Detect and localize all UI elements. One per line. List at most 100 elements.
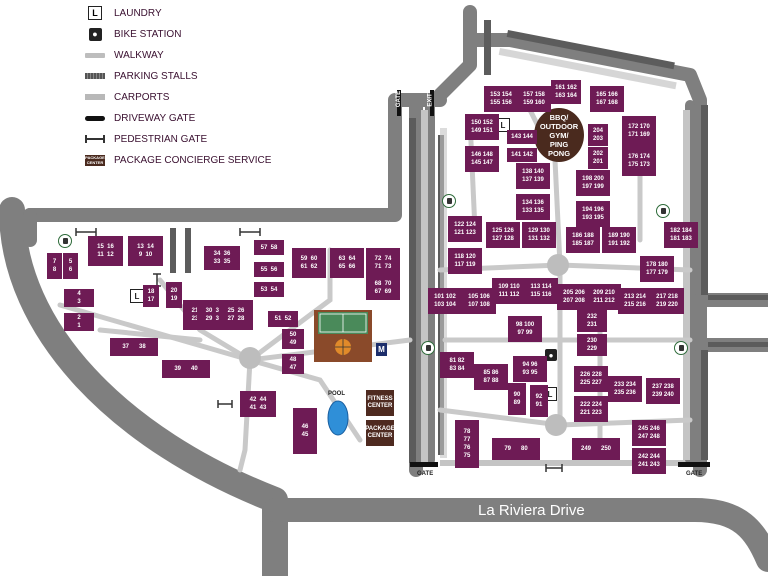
building-units: 57 58 bbox=[254, 240, 284, 255]
building-units: 68 70 67 69 bbox=[366, 276, 400, 300]
legend-item: CARPORTS bbox=[84, 88, 169, 106]
legend-item: L LAUNDRY bbox=[84, 4, 162, 22]
building-units: 209 210 211 212 bbox=[587, 284, 621, 310]
building-units: 165 166 167 168 bbox=[590, 86, 624, 112]
legend-label: LAUNDRY bbox=[114, 7, 162, 19]
building-units: 63 64 65 66 bbox=[330, 248, 364, 278]
building-units: 94 96 93 95 bbox=[513, 356, 547, 382]
building-units: 13 14 9 10 bbox=[128, 236, 163, 266]
bbq-outdoor-gym-ping-pong: BBQ/ OUTDOOR GYM/ PING PONG bbox=[534, 108, 584, 162]
legend-label: PACKAGE CONCIERGE SERVICE bbox=[114, 154, 272, 166]
legend-label: PARKING STALLS bbox=[114, 70, 198, 82]
building-units: 222 224 221 223 bbox=[574, 396, 608, 422]
legend-item: DRIVEWAY GATE bbox=[84, 109, 195, 127]
building-units: 4 3 bbox=[64, 289, 94, 307]
building-units: 42 44 41 43 bbox=[240, 391, 276, 417]
pool-label: POOL bbox=[328, 391, 346, 397]
gate-label: GATE bbox=[686, 471, 703, 477]
walkway-icon bbox=[85, 52, 105, 58]
building-units: 46 45 bbox=[293, 408, 317, 454]
building-units: 134 136 133 135 bbox=[516, 194, 550, 220]
building-units: 113 114 115 116 bbox=[524, 278, 558, 304]
building-units: 150 152 149 151 bbox=[465, 114, 499, 140]
trash-icon bbox=[442, 194, 456, 208]
building-units: 233 234 235 236 bbox=[608, 376, 642, 402]
legend-label: BIKE STATION bbox=[114, 28, 182, 40]
driveway-gate-icon bbox=[85, 115, 105, 121]
building-units: 18 17 bbox=[143, 285, 159, 307]
building-units: 143 144 bbox=[507, 130, 537, 144]
building-units: 249 250 bbox=[572, 438, 620, 460]
legend-label: WALKWAY bbox=[114, 49, 164, 61]
building-units: 118 120 117 119 bbox=[448, 248, 482, 274]
driveway-gates bbox=[397, 90, 710, 467]
building-units: 194 196 193 195 bbox=[576, 201, 610, 227]
building-units: 101 102 103 104 bbox=[428, 288, 462, 314]
building-units: 7 8 bbox=[47, 253, 62, 279]
building-units: 182 184 181 183 bbox=[664, 222, 698, 248]
laundry-icon: L bbox=[130, 289, 144, 303]
building-units: 125 126 127 128 bbox=[486, 222, 520, 248]
building-units: 105 106 107 108 bbox=[462, 288, 496, 314]
la-riviera-drive-label: La Riviera Drive bbox=[478, 502, 585, 519]
building-units: 78 77 76 75 bbox=[455, 420, 479, 468]
building-units: 157 158 159 160 bbox=[517, 86, 551, 112]
legend-item: WALKWAY bbox=[84, 46, 164, 64]
building-units: 146 148 145 147 bbox=[465, 146, 499, 172]
exit-label: EXIT bbox=[427, 93, 434, 107]
building-units: 245 246 247 248 bbox=[632, 420, 666, 446]
building-units: 55 56 bbox=[254, 262, 284, 277]
building-units: 153 154 155 156 bbox=[484, 86, 518, 112]
building-units: 53 54 bbox=[254, 282, 284, 297]
parking-stalls-icon bbox=[85, 73, 105, 79]
building-units: 37 38 bbox=[110, 338, 158, 356]
building-units: 141 142 bbox=[507, 148, 537, 162]
building-units: 2 1 bbox=[64, 313, 94, 331]
gate-label: GATE bbox=[417, 471, 434, 477]
trash-icon bbox=[58, 234, 72, 248]
building-units: 59 60 61 62 bbox=[292, 248, 326, 278]
building-units: 186 188 185 187 bbox=[566, 227, 600, 253]
building-units: 51 52 bbox=[268, 311, 298, 327]
legend-item: ● BIKE STATION bbox=[84, 25, 181, 43]
building-units: 25 26 27 28 bbox=[219, 300, 253, 330]
building-units: 15 16 11 12 bbox=[88, 236, 123, 266]
package-center: PACKAGE CENTER bbox=[365, 420, 395, 446]
building-units: 109 110 111 112 bbox=[492, 278, 526, 304]
building-units: 138 140 137 139 bbox=[516, 163, 550, 189]
building-units: 90 89 bbox=[508, 383, 526, 415]
building-units: 232 231 bbox=[577, 310, 607, 332]
building-units: 217 218 219 220 bbox=[650, 288, 684, 314]
gate-label: GATE bbox=[396, 90, 403, 108]
building-units: 5 6 bbox=[63, 253, 78, 279]
building-units: 205 206 207 208 bbox=[557, 284, 591, 310]
building-units: 72 74 71 73 bbox=[366, 248, 400, 278]
fitness-center: FITNESS CENTER bbox=[366, 390, 394, 416]
bike-station-icon: ● bbox=[545, 349, 557, 361]
legend-label: CARPORTS bbox=[114, 91, 170, 103]
building-units: 202 201 bbox=[588, 147, 608, 169]
legend-item: PARKING STALLS bbox=[84, 67, 198, 85]
building-units: 98 100 97 99 bbox=[508, 316, 542, 342]
building-units: 161 162 163 164 bbox=[551, 80, 581, 104]
legend-label: DRIVEWAY GATE bbox=[114, 112, 196, 124]
pedestrian-gate-icon bbox=[85, 135, 105, 143]
building-units: 204 203 bbox=[588, 124, 608, 146]
building-units: 79 80 bbox=[492, 438, 540, 460]
legend-label: PEDESTRIAN GATE bbox=[114, 133, 208, 145]
legend-item: PACKAGE CENTER PACKAGE CONCIERGE SERVICE bbox=[84, 151, 271, 169]
building-units: 172 170 171 169 bbox=[622, 116, 656, 146]
building-units: 122 124 121 123 bbox=[448, 216, 482, 242]
pedestrian-gates bbox=[75, 228, 563, 472]
bike-station-icon: ● bbox=[88, 27, 102, 41]
building-units: 20 19 bbox=[166, 282, 182, 308]
package-concierge-icon: PACKAGE CENTER bbox=[85, 154, 105, 166]
building-units: 50 49 bbox=[282, 329, 304, 349]
building-units: 178 180 177 179 bbox=[640, 256, 674, 282]
building-units: 198 200 197 199 bbox=[576, 170, 610, 196]
building-units: 48 47 bbox=[282, 354, 304, 374]
building-units: 242 244 241 243 bbox=[632, 448, 666, 474]
building-units: 237 238 239 240 bbox=[646, 378, 680, 404]
legend-item: PEDESTRIAN GATE bbox=[84, 130, 207, 148]
carports-icon bbox=[85, 94, 105, 100]
